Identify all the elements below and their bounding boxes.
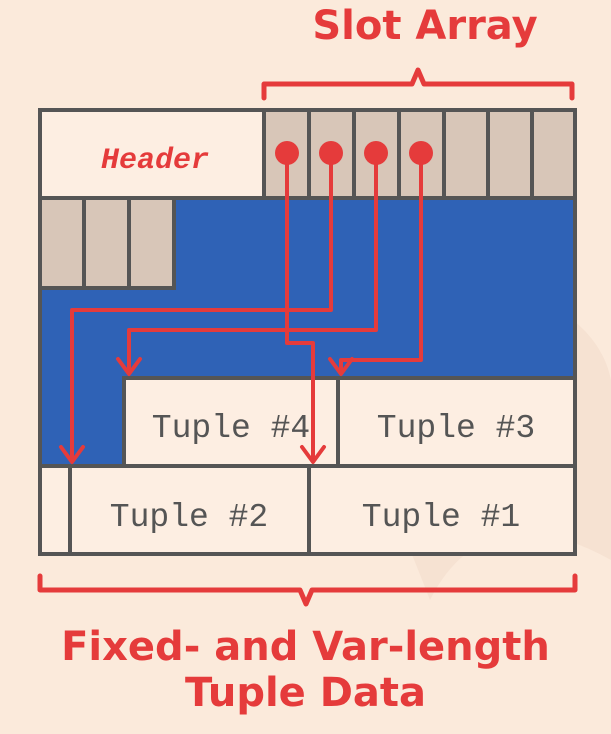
slot-cell: [82, 196, 131, 290]
header-label: Header: [101, 144, 209, 178]
pointer-line: [339, 151, 423, 374]
tuple-data-title-line-1: Fixed- and Var-length: [61, 624, 550, 670]
tuple-3-label: Tuple #3: [377, 410, 535, 447]
pointer-line: [285, 151, 315, 462]
arrowhead: [300, 445, 326, 464]
pointer-line: [127, 151, 378, 374]
arrowhead: [328, 357, 354, 376]
tuple-data-title-line-2: Tuple Data: [184, 670, 427, 716]
tuple-4-label: Tuple #4: [152, 410, 310, 447]
slot-pointers: [70, 151, 423, 462]
slot-pointer-dot: [409, 141, 433, 165]
free-slot-cell: [38, 464, 72, 556]
slot-cell: [530, 108, 577, 200]
tuple-2-label: Tuple #2: [110, 499, 268, 536]
tuple-1-label: Tuple #1: [362, 499, 520, 536]
tuple-data-brace: [37, 573, 578, 607]
slot-cell: [486, 108, 534, 200]
slot-cell: [127, 196, 176, 290]
tuple-data-title: Fixed- and Var-length Tuple Data: [0, 624, 611, 716]
slot-array-second-row: [38, 196, 176, 290]
slot-pointer-dot: [364, 141, 388, 165]
slot-cell: [442, 108, 490, 200]
pointer-arrowheads: [59, 357, 354, 464]
tuple-1-cell: [307, 464, 577, 556]
pointer-line: [70, 151, 333, 462]
slot-pointer-dot: [319, 141, 343, 165]
slot-array-brace: [261, 67, 575, 101]
slot-pointer-dots: [275, 141, 433, 165]
slot-cell: [38, 196, 86, 290]
arrowhead: [116, 357, 142, 376]
slot-pointer-dot: [275, 141, 299, 165]
arrowhead: [59, 445, 85, 464]
slot-array-title: Slot Array: [312, 3, 538, 49]
